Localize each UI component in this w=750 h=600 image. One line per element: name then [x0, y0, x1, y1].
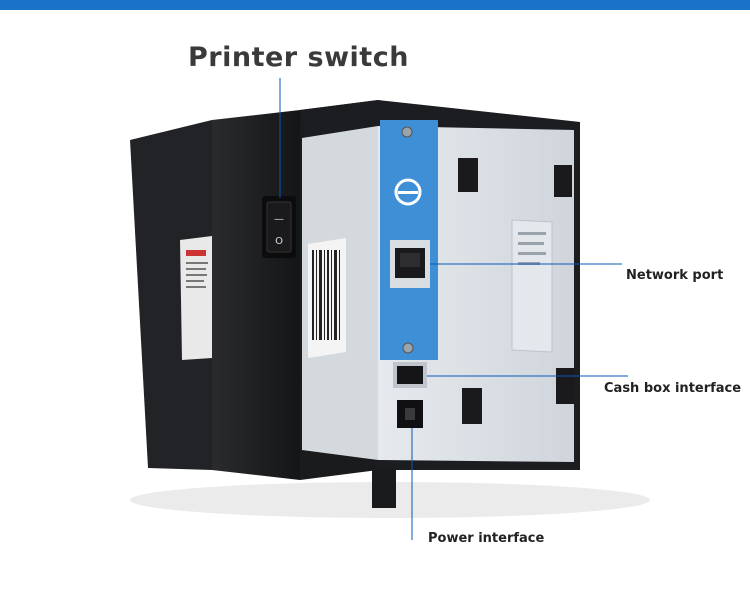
rubber-foot [458, 158, 478, 192]
network-port-label: Network port [626, 268, 724, 283]
switch-on-symbol: — [274, 214, 284, 225]
rubber-foot [554, 165, 572, 197]
screw-icon-lower [402, 342, 414, 354]
rubber-foot [462, 388, 482, 424]
page-title: Printer switch [188, 42, 409, 73]
power-switch[interactable]: — O [262, 196, 296, 258]
cash-box-label: Cash box interface [604, 381, 742, 396]
ie-e-icon [394, 178, 422, 206]
connector-panel [380, 120, 438, 360]
screw-icon [401, 126, 413, 138]
barcode-sticker [308, 238, 346, 358]
cash-box-port[interactable] [393, 362, 427, 388]
product-sticker [180, 236, 212, 360]
rubber-foot [556, 368, 574, 404]
rating-sticker [511, 219, 553, 353]
switch-off-symbol: O [275, 236, 283, 247]
front-body [212, 110, 300, 480]
top-accent-bar [0, 0, 750, 10]
power-jack[interactable] [397, 400, 423, 428]
power-interface-label: Power interface [428, 531, 545, 546]
front-foot [372, 470, 396, 508]
left-body [130, 120, 212, 470]
